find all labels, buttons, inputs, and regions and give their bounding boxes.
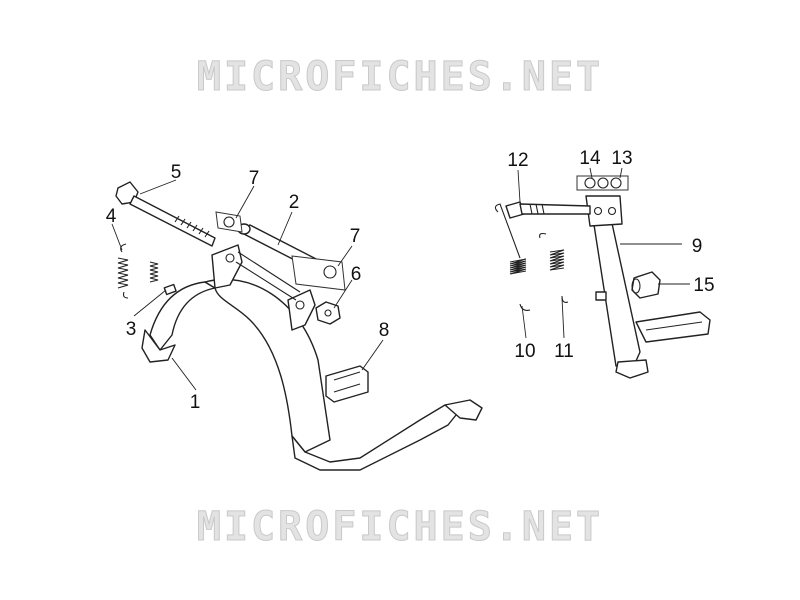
watermark-bottom: MICROFICHES.NET bbox=[196, 504, 604, 551]
side-stand-spring-large bbox=[494, 203, 531, 311]
stop-bracket bbox=[325, 365, 369, 403]
callout-8: 8 bbox=[379, 320, 390, 341]
shim-set bbox=[576, 175, 629, 191]
callout-9: 9 bbox=[692, 236, 703, 257]
watermark-top: MICROFICHES.NET bbox=[196, 54, 604, 101]
callout-labels: 1 2 3 4 5 6 7 7 8 9 10 11 12 13 14 15 bbox=[106, 148, 715, 413]
leader-lines bbox=[111, 167, 690, 391]
pivot-bolt bbox=[115, 181, 216, 247]
callout-7-rear: 7 bbox=[350, 226, 361, 247]
callout-1: 1 bbox=[190, 392, 201, 413]
callout-5: 5 bbox=[171, 162, 182, 183]
callout-14: 14 bbox=[579, 148, 601, 169]
callout-3: 3 bbox=[126, 319, 137, 340]
nut bbox=[315, 301, 341, 325]
side-stand-spring-small bbox=[539, 232, 569, 303]
callout-10: 10 bbox=[514, 341, 535, 362]
washer-rear bbox=[291, 255, 346, 291]
callout-4: 4 bbox=[106, 206, 117, 227]
spring-pin bbox=[163, 283, 177, 296]
callout-6: 6 bbox=[351, 264, 362, 285]
spring-large bbox=[117, 243, 129, 299]
rubber-bumper bbox=[631, 271, 661, 299]
callout-11: 11 bbox=[554, 341, 574, 362]
callout-12: 12 bbox=[507, 150, 528, 171]
side-stand bbox=[585, 195, 711, 379]
stop-pin bbox=[595, 291, 607, 301]
washer-front bbox=[215, 211, 243, 233]
side-stand-pivot-bolt bbox=[505, 201, 591, 219]
callout-2: 2 bbox=[289, 192, 300, 213]
callout-13: 13 bbox=[611, 148, 632, 169]
center-stand bbox=[141, 244, 483, 471]
spring-small bbox=[149, 261, 159, 283]
callout-15: 15 bbox=[693, 275, 714, 296]
callout-7-front: 7 bbox=[249, 168, 260, 189]
